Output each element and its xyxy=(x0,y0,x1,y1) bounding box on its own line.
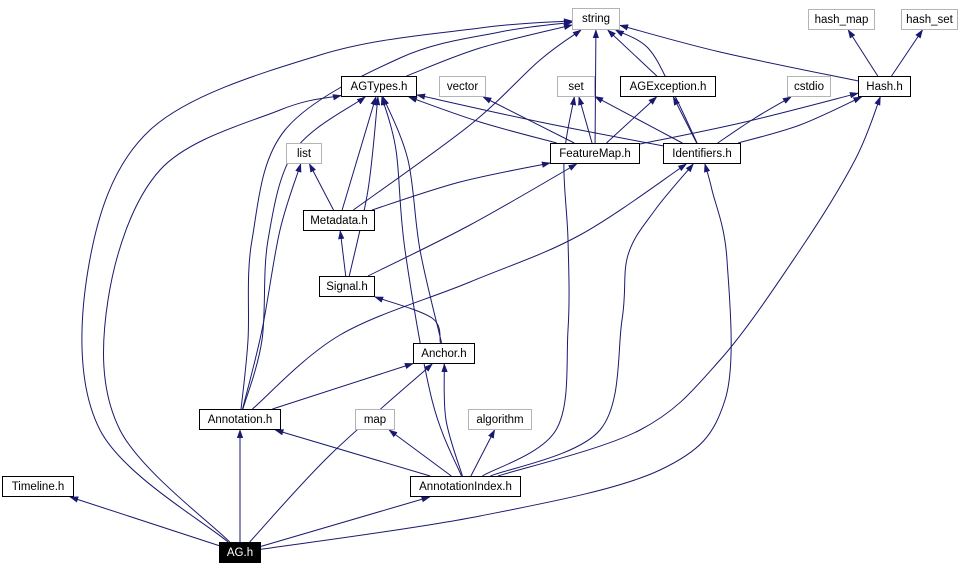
edge-Annotationh-to-string xyxy=(240,20,573,410)
graph-node-identifiers-h[interactable]: Identifiers.h xyxy=(663,143,741,164)
graph-node-set: set xyxy=(557,76,595,97)
edge-Hashh-to-hash_set xyxy=(891,29,923,77)
graph-node-featuremap-h[interactable]: FeatureMap.h xyxy=(550,143,640,164)
edge-Identifiersh-to-Hashh xyxy=(737,96,863,144)
edge-AnnotationIndexh-to-Identifiersh xyxy=(490,163,694,477)
edge-Signalh-to-Metadatah xyxy=(338,230,347,277)
edge-AGExceptionh-to-string xyxy=(607,29,658,77)
edge-Annotationh-to-AGTypesh xyxy=(242,96,366,410)
edge-Annotationh-to-Anchorh xyxy=(272,363,414,410)
edge-FeatureMaph-to-string xyxy=(592,29,600,144)
graph-node-hash-h[interactable]: Hash.h xyxy=(858,76,911,97)
edge-AGh-to-AnnotationIndexh xyxy=(260,496,431,547)
graph-node-ag-h: AG.h xyxy=(219,542,261,563)
edge-AGh-to-Identifiersh xyxy=(260,163,732,550)
graph-node-hash-map: hash_map xyxy=(808,9,875,30)
edge-AGh-to-Timelineh xyxy=(69,496,220,547)
edge-Anchorh-to-AGTypesh xyxy=(382,96,443,344)
edge-Metadatah-to-list xyxy=(309,163,334,211)
edge-AnnotationIndexh-to-Annotationh xyxy=(274,429,431,477)
edge-Identifiersh-to-set xyxy=(594,96,683,144)
edge-Hashh-to-string xyxy=(619,24,859,82)
edge-AGh-to-AGTypesh xyxy=(102,94,342,543)
graph-node-timeline-h[interactable]: Timeline.h xyxy=(2,476,74,497)
graph-node-annotationindex-h[interactable]: AnnotationIndex.h xyxy=(410,476,521,497)
edge-Metadatah-to-string xyxy=(353,29,582,211)
graph-node-list: list xyxy=(286,143,322,164)
edge-Identifiersh-to-AGTypesh xyxy=(416,93,664,147)
edge-FeatureMaph-to-set xyxy=(578,96,593,144)
edge-Signalh-to-AGTypesh xyxy=(348,96,381,277)
edge-AGh-to-string xyxy=(81,18,573,543)
edge-Hashh-to-hash_map xyxy=(847,29,879,77)
edge-AnnotationIndexh-to-algorithm xyxy=(470,429,496,477)
edge-AnnotationIndexh-to-map xyxy=(388,429,452,477)
edge-Annotationh-to-list xyxy=(242,163,302,410)
edge-Metadatah-to-FeatureMaph xyxy=(371,161,551,211)
graph-node-agexception-h[interactable]: AGException.h xyxy=(620,76,716,97)
edge-Anchorh-to-Signalh xyxy=(374,296,441,344)
edge-Annotationh-to-Identifiersh xyxy=(252,163,688,410)
graph-node-signal-h[interactable]: Signal.h xyxy=(319,276,375,297)
graph-node-metadata-h[interactable]: Metadata.h xyxy=(303,210,375,231)
graph-node-map: map xyxy=(355,409,395,430)
edge-Identifiersh-to-AGExceptionh xyxy=(672,96,698,144)
edge-AnnotationIndexh-to-Anchorh xyxy=(441,363,463,477)
graph-node-annotation-h[interactable]: Annotation.h xyxy=(199,409,281,430)
edge-AGh-to-Anchorh xyxy=(249,363,433,543)
graph-node-algorithm: algorithm xyxy=(468,409,532,430)
edge-Identifiersh-to-string xyxy=(614,29,698,144)
edge-AnnotationIndexh-to-AGTypesh xyxy=(380,96,462,477)
graph-node-agtypes-h[interactable]: AGTypes.h xyxy=(341,76,417,97)
graph-node-hash-set: hash_set xyxy=(901,9,958,30)
edge-AnnotationIndexh-to-Hashh xyxy=(497,96,881,477)
graph-node-cstdio: cstdio xyxy=(787,76,831,97)
graph-node-vector: vector xyxy=(439,76,486,97)
edge-Metadatah-to-AGTypesh xyxy=(341,96,377,211)
edge-FeatureMaph-to-AGTypesh xyxy=(408,96,557,144)
edge-Signalh-to-FeatureMaph xyxy=(367,163,578,277)
edge-AGTypesh-to-string xyxy=(406,23,573,77)
edge-Identifiersh-to-cstdio xyxy=(717,96,792,144)
graph-node-string: string xyxy=(572,8,620,30)
edge-FeatureMaph-to-Hashh xyxy=(639,92,859,145)
edge-FeatureMaph-to-AGExceptionh xyxy=(606,96,658,144)
graph-node-anchor-h[interactable]: Anchor.h xyxy=(413,343,475,364)
